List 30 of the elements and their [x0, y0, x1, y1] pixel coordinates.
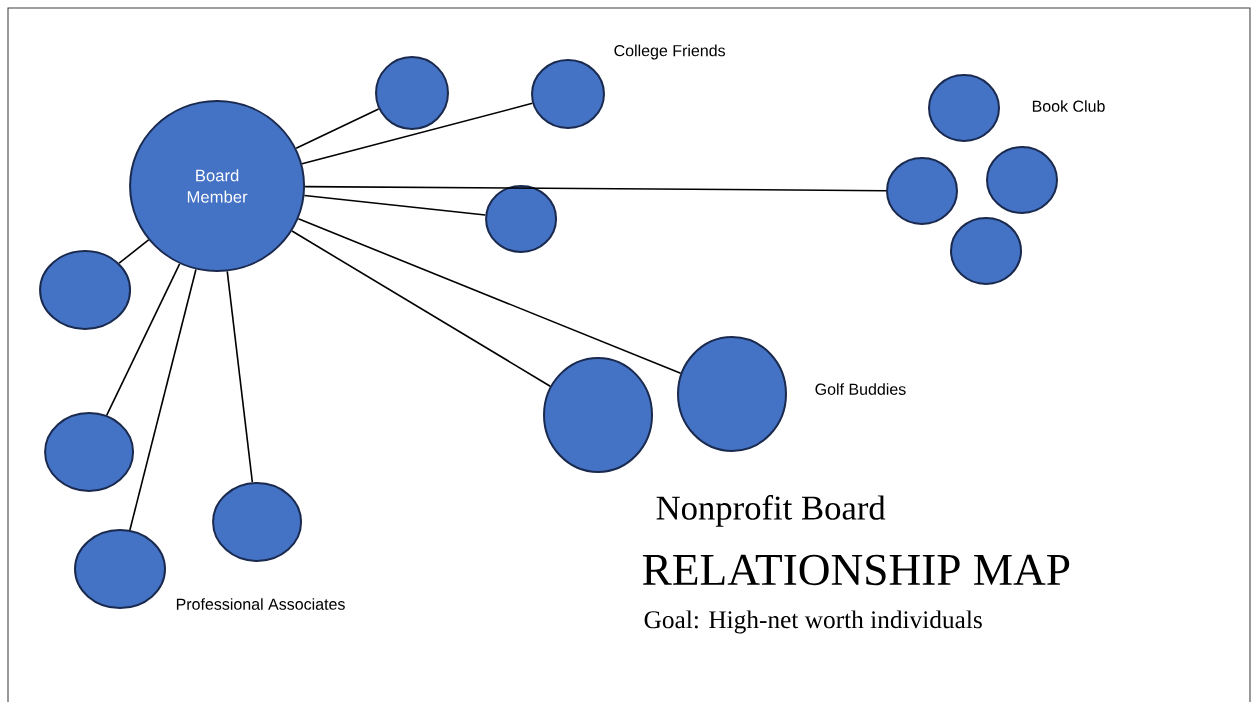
- group-label: Golf Buddies: [815, 383, 906, 395]
- group-label: Professional Associates: [176, 598, 345, 610]
- connector-line: [118, 239, 150, 264]
- connector-line: [129, 268, 197, 531]
- title-text: RELATIONSHIP MAP: [642, 554, 1070, 586]
- circle: [375, 56, 449, 131]
- circle: [485, 184, 558, 253]
- connector-line: [226, 270, 254, 484]
- circle: [928, 74, 1000, 142]
- group-label: Book Club: [1032, 100, 1105, 112]
- circle: [39, 250, 132, 330]
- connector-line: [297, 218, 682, 375]
- group-label: College Friends: [614, 44, 726, 60]
- circle: [212, 482, 303, 562]
- circle: [886, 156, 958, 225]
- title-text: Goal: High-net worth individuals: [644, 610, 982, 634]
- circle: [950, 216, 1022, 285]
- connector-line: [291, 230, 551, 387]
- connector-line: [295, 108, 380, 150]
- connector-line: [105, 263, 181, 417]
- connector-line: [304, 185, 887, 192]
- circle: [986, 146, 1058, 214]
- title-text: Nonprofit Board: [656, 495, 886, 527]
- connector-line: [303, 194, 487, 216]
- circle: [543, 356, 653, 473]
- circle: [44, 412, 135, 492]
- connector-line: [301, 102, 534, 165]
- circle: [677, 336, 787, 452]
- circle: [531, 59, 605, 129]
- circle: [74, 529, 166, 610]
